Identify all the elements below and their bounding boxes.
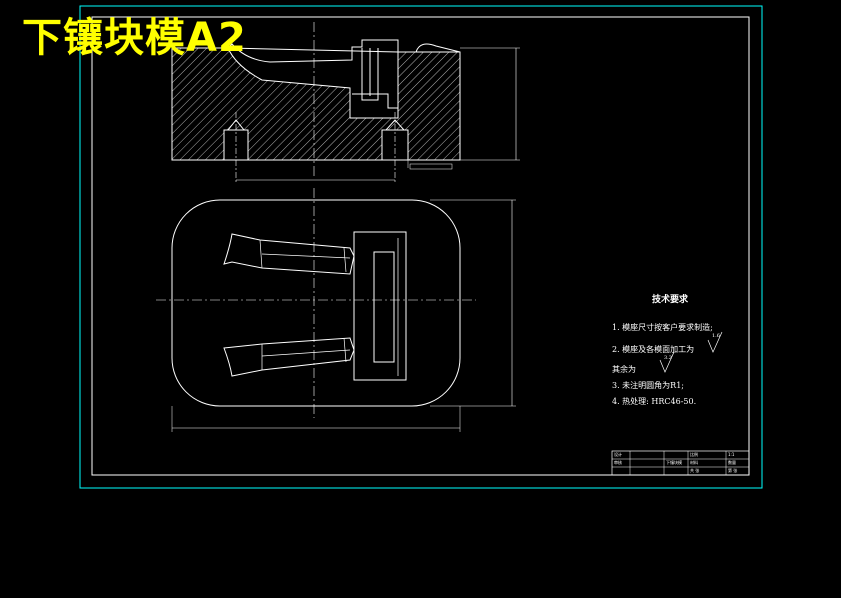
plan-view <box>156 188 516 432</box>
outer-sheet-border <box>79 5 763 489</box>
note-item-1: 1. 模座尺寸按客户要求制造; <box>612 323 713 332</box>
section-view <box>171 22 520 182</box>
tb-cell-8: 第 张 <box>728 468 738 473</box>
hole-callout <box>409 163 453 170</box>
tb-cell-7: 共 张 <box>690 468 700 473</box>
tb-cell-6: 数量 <box>728 460 736 465</box>
title-block <box>611 450 750 476</box>
notes-heading: 技术要求 <box>652 295 689 305</box>
tb-cell-0: 设计 <box>614 452 622 457</box>
step-outline <box>398 43 461 53</box>
title-overlay: 下镶块模A2 <box>22 15 247 61</box>
tb-cell-4: 1:1 <box>728 452 735 457</box>
drawing-frame <box>91 16 750 476</box>
slot-outline <box>352 48 398 109</box>
tb-cell-1: 审核 <box>614 460 622 465</box>
tb-cell-2: 下镶块模 <box>666 460 682 465</box>
tb-cell-3: 比例 <box>690 452 698 457</box>
blade-lower <box>223 337 355 377</box>
roughness-symbol-2 <box>659 351 675 373</box>
blade-lower-lines <box>261 337 351 370</box>
tb-cell-5: 材料 <box>690 460 698 465</box>
die-outline <box>171 199 461 407</box>
roughness-value-1: 1.6 <box>712 333 720 339</box>
note-item-5: 4. 热处理: HRC46-50. <box>612 397 697 406</box>
note-item-4: 3. 未注明圆角为R1; <box>612 381 684 390</box>
blade-upper-lines <box>259 239 351 273</box>
roughness-symbol-1 <box>707 331 723 353</box>
punch-profile <box>226 39 399 63</box>
roughness-value-2: 3.2 <box>664 355 672 361</box>
section-body <box>171 47 461 161</box>
clamp-block <box>353 231 407 381</box>
note-item-2: 2. 模座及各模面加工为 <box>612 345 695 354</box>
clamp-insert <box>373 251 395 363</box>
note-item-3: 其余为 <box>612 365 636 374</box>
blade-upper <box>223 233 355 275</box>
